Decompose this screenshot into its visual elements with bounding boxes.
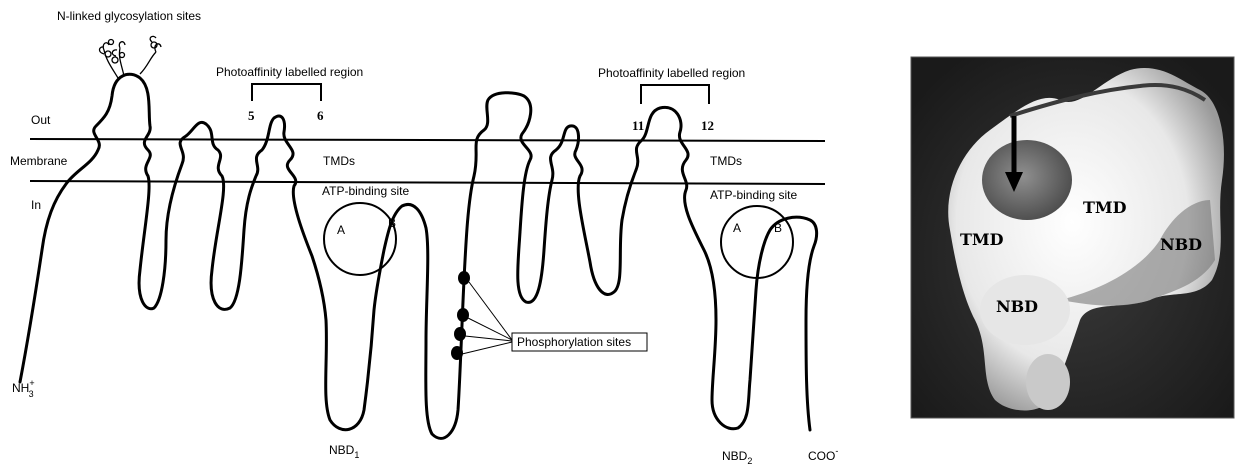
photo-bracket-right [641,85,709,104]
n-terminus-label: NH+3 [12,378,35,399]
nbd1-label: NBD1 [329,443,359,460]
atp-label-1: ATP-binding site [322,184,409,198]
phospho-dot-4 [451,346,463,360]
phospho-label: Phosphorylation sites [517,335,631,349]
photo-label-right: Photoaffinity labelled region [598,66,745,80]
structure-image: TMD TMD NBD NBD [911,57,1234,418]
tm-number-11: 11 [632,118,644,133]
photo-label-left: Photoaffinity labelled region [216,65,363,79]
protein-strand-half-1 [20,74,817,438]
phospho-dot-3 [454,327,466,341]
tmd-label-left: TMD [960,230,1004,249]
photo-bracket-left [252,84,321,101]
nbd2-label: NBD2 [722,449,752,466]
out-label: Out [31,113,51,127]
glycosylation-label: N-linked glycosylation sites [57,9,201,23]
glycosylation-chains [99,36,161,78]
phospho-dot-2 [457,308,469,322]
membrane-label: Membrane [10,154,68,168]
in-label: In [31,198,41,212]
tmd-label-right: TMD [1083,198,1127,217]
site-b-label-1: B [388,216,396,230]
site-b-label-2: B [774,221,782,235]
site-a-label-2: A [733,221,741,235]
tm-number-12: 12 [701,118,714,133]
atp-site-circle-2 [721,206,793,278]
nbd-label-right: NBD [1160,235,1202,254]
tm-number-6: 6 [317,108,324,123]
nbd-label-bottom: NBD [996,297,1038,316]
structure-lower-lobe [1026,354,1070,410]
structure-pore [982,140,1072,220]
membrane-outer-line [30,139,825,141]
atp-label-2: ATP-binding site [710,188,797,202]
tm-number-5: 5 [248,108,255,123]
tmds-label-2: TMDs [710,154,742,168]
tmds-label-1: TMDs [323,154,355,168]
site-a-label-1: A [337,223,345,237]
phospho-pointer-lines [462,282,512,354]
phospho-dot-1 [458,271,470,285]
topology-diagram: Out Membrane In N-linked glycosylation s… [10,9,838,466]
c-terminus-label: COO- [808,446,838,463]
